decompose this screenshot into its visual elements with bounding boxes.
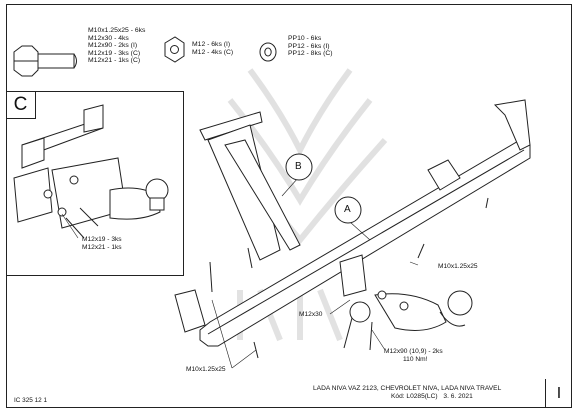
revision-date: 3. 6. 2021 bbox=[443, 393, 473, 400]
detail-c-panel bbox=[6, 91, 184, 276]
label-torque: 110 Nm! bbox=[403, 356, 428, 363]
bolt-spec: M12x30 - 4ks bbox=[88, 34, 129, 42]
title-block-text: LADA NIVA VAZ 2123, CHEVROLET NIVA, LADA… bbox=[313, 385, 501, 401]
washer-spec: PP10 - 6ks bbox=[288, 35, 322, 42]
detail-c-bolt-list: M12x19 - 3ks M12x21 - 1ks bbox=[82, 236, 122, 251]
washer-spec-list: PP10 - 6ks PP12 - 6ks (I) PP12 - 8ks (C) bbox=[288, 35, 333, 58]
bolt-spec: M12x19 - 3ks (C) bbox=[88, 49, 141, 57]
bolt-spec: M10x1.25x25 - 6ks bbox=[88, 27, 146, 34]
callout-a-circle bbox=[334, 196, 362, 224]
label-m10-bottom: M10x1.25x25 bbox=[186, 366, 226, 373]
nut-spec: M12 - 6ks (I) bbox=[192, 41, 231, 48]
part-code: Kód: L0285(LC) bbox=[391, 393, 438, 400]
detail-c-bolt-spec: M12x21 - 1ks bbox=[82, 243, 122, 251]
sheet-number: I bbox=[545, 379, 572, 408]
label-m10-right: M10x1.25x25 bbox=[438, 263, 478, 270]
washer-spec: PP12 - 8ks (C) bbox=[288, 50, 333, 58]
washer-spec: PP12 - 6ks (I) bbox=[288, 42, 330, 50]
bolt-spec: M12x21 - 1ks (C) bbox=[88, 57, 141, 65]
callout-b: B bbox=[295, 161, 302, 172]
document-number: IC 325 12 1 bbox=[14, 397, 48, 404]
nut-icon bbox=[164, 36, 185, 63]
bolt-icon bbox=[13, 45, 77, 77]
detail-c-label: C bbox=[6, 91, 36, 119]
detail-c-bolt-spec: M12x19 - 3ks bbox=[82, 236, 122, 243]
leader-lines bbox=[61, 177, 419, 369]
detail-c-hitch-closeup bbox=[13, 104, 169, 239]
callout-b-circle bbox=[285, 153, 313, 181]
bolt-spec: M12x90 - 2ks (I) bbox=[88, 42, 138, 50]
washer-icon bbox=[259, 42, 277, 62]
bolt-spec-list: M10x1.25x25 - 6ks M12x30 - 4ks M12x90 - … bbox=[88, 27, 145, 65]
main-hitch-assembly bbox=[174, 99, 531, 359]
label-m12x90: M12x90 (10,9) - 2ks bbox=[384, 348, 443, 355]
nut-spec: M12 - 4ks (C) bbox=[192, 48, 234, 56]
callout-a: A bbox=[344, 204, 351, 215]
nut-spec-list: M12 - 6ks (I) M12 - 4ks (C) bbox=[192, 41, 233, 56]
vehicle-models: LADA NIVA VAZ 2123, CHEVROLET NIVA, LADA… bbox=[313, 385, 502, 392]
label-m12x30: M12x30 bbox=[299, 311, 323, 318]
